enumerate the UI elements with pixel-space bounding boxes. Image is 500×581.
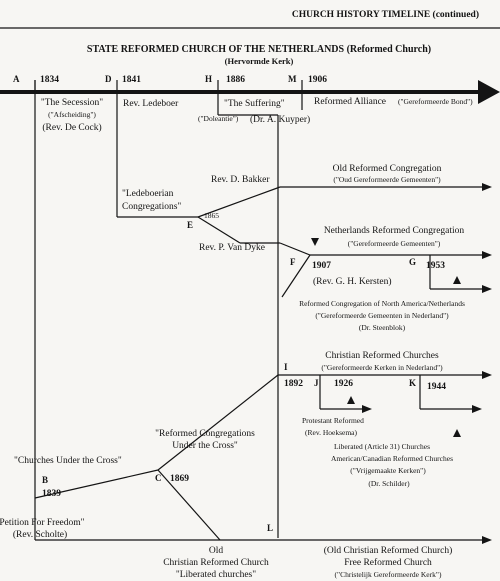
doleantie-label: ("Doleantie") [198, 114, 239, 123]
liberated-label-2: American/Canadian Reformed Churches [331, 454, 453, 463]
rcuc-label-1: "Reformed Congregations [155, 428, 255, 439]
letter-g: G [409, 257, 416, 267]
kersten-label: (Rev. G. H. Kersten) [313, 276, 392, 287]
frc-nl-label: ("Christelijk Gereformeerde Kerk") [335, 570, 442, 579]
liberated-label-1: Liberated (Article 31) Churches [334, 442, 430, 451]
letter-k: K [409, 378, 416, 388]
kuyper-label: (Dr. A. Kuyper) [250, 114, 310, 125]
crc-arrow [482, 371, 492, 379]
lib-arrow [472, 405, 482, 413]
year-1841: 1841 [122, 75, 141, 85]
van-dyke-label: Rev. P. Van Dyke [199, 243, 265, 253]
rcuc-diag [157, 374, 279, 471]
nrc-arrow [482, 251, 492, 259]
cuc-label: "Churches Under the Cross" [14, 456, 122, 466]
year-1865: 1865 [204, 211, 219, 220]
year-1906: 1906 [308, 75, 327, 85]
schilder-label: (Dr. Schilder) [368, 479, 410, 488]
ocrc-label-2: Christian Reformed Church [163, 557, 269, 568]
letter-a: A [13, 74, 20, 84]
lib-marker [453, 429, 461, 437]
bakker-diag [197, 186, 281, 218]
rc-na-marker [453, 276, 461, 284]
old-ref-cong-label: Old Reformed Congregation [333, 163, 442, 174]
alliance-nl-label: ("Gereformeerde Bond") [398, 97, 473, 106]
letter-d: D [105, 74, 112, 84]
pr-marker [347, 396, 355, 404]
letter-c: C [155, 473, 162, 483]
letter-m: M [288, 74, 297, 84]
crc-nl-label: ("Gereformeerde Kerken in Nederland") [321, 363, 443, 372]
c-diag [157, 469, 221, 541]
page-header: CHURCH HISTORY TIMELINE (continued) [292, 9, 479, 20]
year-1944: 1944 [427, 382, 446, 392]
hoeksema-label: (Rev. Hoeksema) [305, 428, 357, 437]
scholte-label: (Rev. Scholte) [13, 529, 67, 540]
pr-arrow [362, 405, 372, 413]
diagram-subtitle: (Hervormde Kerk) [225, 56, 294, 66]
rc-na-label: Reformed Congregation of North America/N… [299, 299, 465, 308]
petition-label: "Petition For Freedom" [0, 518, 85, 528]
rc-na-nl-label: ("Gereformeerde Gemeenten in Nederland") [315, 311, 449, 320]
crc-label: Christian Reformed Churches [325, 350, 439, 361]
cuc-diag [34, 469, 159, 499]
de-cock-label: (Rev. De Cock) [42, 122, 101, 133]
afscheiding-label: ("Afscheiding") [48, 110, 96, 119]
letter-i: I [284, 362, 288, 372]
year-1839: 1839 [42, 489, 61, 499]
rc-na-arrow [482, 285, 492, 293]
old-reformed-arrow [482, 183, 492, 191]
bakker-label: Rev. D. Bakker [211, 175, 270, 185]
main-arrow-head [478, 80, 500, 104]
protestant-ref-label: Protestant Reformed [302, 416, 364, 425]
rc-na-diag [281, 254, 311, 298]
old-ref-cong-nl-label: ("Oud Gereformeerde Gemeenten") [333, 175, 441, 184]
f-diag [279, 242, 311, 256]
letter-f: F [290, 257, 296, 267]
ledeboerian-label-2: Congregations" [122, 202, 181, 212]
year-1926: 1926 [334, 379, 353, 389]
letter-h: H [205, 74, 212, 84]
ocrc-label-1: Old [209, 546, 224, 556]
ledeboerian-label-1: "Ledeboerian [122, 189, 174, 199]
ledeboer-label: Rev. Ledeboer [123, 99, 179, 109]
year-1953: 1953 [426, 261, 445, 271]
frc-label-2: Free Reformed Church [344, 557, 432, 568]
year-1886: 1886 [226, 75, 245, 85]
liberated-nl-label: ("Vrijgemaakte Kerken") [350, 466, 426, 475]
rcuc-label-2: Under the Cross" [172, 441, 238, 451]
alliance-label: Reformed Alliance [314, 96, 386, 107]
nrc-marker [311, 238, 319, 246]
letter-l: L [267, 523, 273, 533]
steenblok-label: (Dr. Steenblok) [359, 323, 406, 332]
year-1907: 1907 [312, 261, 331, 271]
secession-label: "The Secession" [41, 98, 103, 108]
bottom-arrow [482, 536, 492, 544]
year-1834: 1834 [40, 75, 59, 85]
year-1869: 1869 [170, 474, 189, 484]
suffering-label: "The Suffering" [224, 98, 285, 109]
nrc-label: Netherlands Reformed Congregation [324, 225, 465, 236]
year-1892: 1892 [284, 379, 303, 389]
letter-b: B [42, 475, 48, 485]
ocrc-label-3: "Liberated churches" [176, 570, 256, 580]
diagram-title: STATE REFORMED CHURCH OF THE NETHERLANDS… [87, 44, 431, 55]
letter-j: J [314, 378, 319, 388]
van-dyke-diag [197, 216, 241, 244]
frc-label-1: (Old Christian Reformed Church) [324, 545, 453, 556]
letter-e: E [187, 220, 193, 230]
nrc-nl-label: ("Gereformeerde Gemeenten") [348, 239, 441, 248]
